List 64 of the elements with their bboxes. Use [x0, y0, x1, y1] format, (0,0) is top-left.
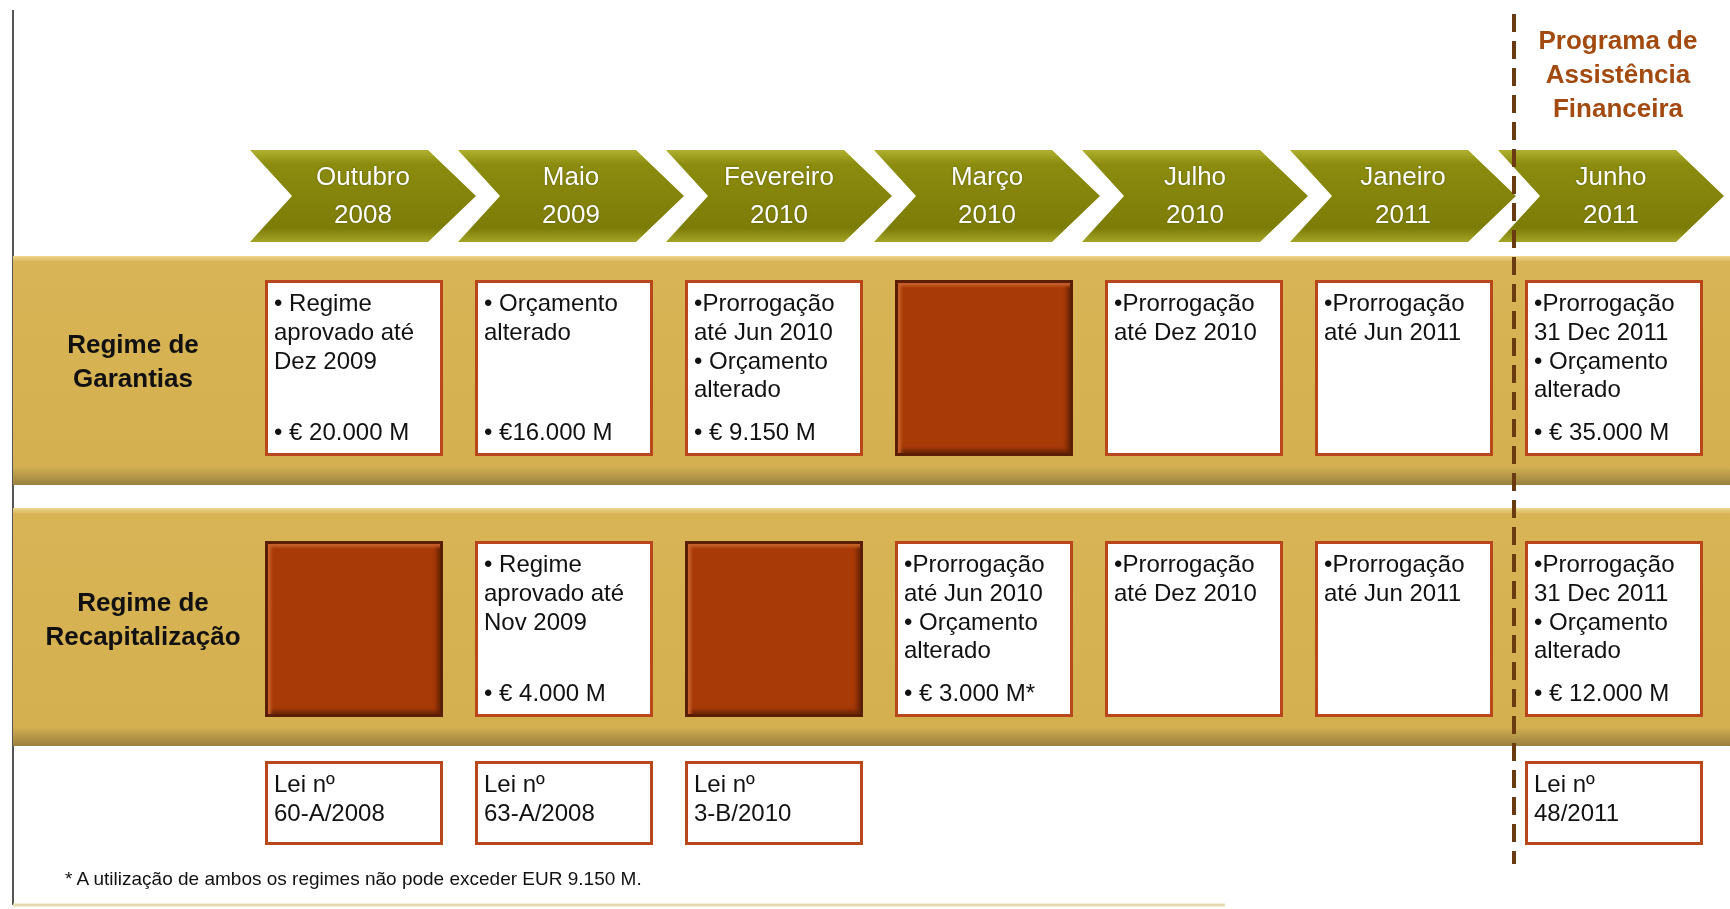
row-label: Regime de Garantias: [66, 328, 200, 395]
info-text: • Orçamento alterado: [1534, 346, 1669, 405]
law-box: [475, 761, 653, 845]
info-text: • Orçamento alterado: [1534, 607, 1669, 666]
row-label: Regime de Recapitalização: [44, 586, 242, 653]
date-label: Outubro 2008: [316, 160, 410, 231]
date-banner: [458, 150, 684, 242]
law-box: [265, 761, 443, 845]
info-box: [1105, 541, 1283, 717]
date-label: Junho 2011: [1575, 160, 1647, 231]
info-text: • Orçamento alterado: [694, 346, 829, 405]
info-text: • Regime aprovado até Dez 2009: [274, 289, 416, 376]
milestone-title: Programa de Assistência Financeira: [1537, 24, 1699, 125]
info-text: • € 3.000 M*: [904, 679, 1037, 708]
date-banner: [250, 150, 476, 242]
info-text: Lei nº 3-B/2010: [694, 770, 793, 828]
date-banner: [874, 150, 1100, 242]
law-box: [685, 761, 863, 845]
info-text: • Regime aprovado até Nov 2009: [484, 550, 626, 637]
info-text: •Prorrogação até Dez 2010: [1114, 289, 1258, 347]
info-text: •Prorrogação até Jun 2010: [904, 550, 1046, 608]
info-box: [685, 280, 863, 456]
filled-square: [265, 541, 443, 717]
date-label: Fevereiro 2010: [724, 160, 834, 231]
info-text: • € 35.000 M: [1534, 418, 1671, 447]
info-text: • Orçamento alterado: [904, 607, 1039, 666]
filled-square: [685, 541, 863, 717]
date-label: Maio 2009: [542, 160, 600, 231]
info-text: Lei nº 48/2011: [1534, 770, 1620, 828]
info-box: [265, 280, 443, 456]
info-box: [1525, 280, 1703, 456]
info-text: •Prorrogação até Jun 2011: [1324, 550, 1466, 608]
info-text: • € 4.000 M: [484, 679, 607, 708]
info-text: • € 20.000 M: [274, 418, 411, 447]
info-text: • Orçamento alterado: [484, 289, 619, 347]
info-box: [1315, 280, 1493, 456]
filled-square: [895, 280, 1073, 456]
info-text: Lei nº 63-A/2008: [484, 770, 596, 828]
info-text: •Prorrogação até Dez 2010: [1114, 550, 1258, 608]
info-text: •Prorrogação 31 Dec 2011: [1534, 289, 1676, 347]
date-label: Janeiro 2011: [1360, 160, 1446, 231]
date-banner: [1498, 150, 1724, 242]
footnote: * A utilização de ambos os regimes não pode exceder EUR 9.150 M.: [65, 868, 642, 890]
info-text: • €16.000 M: [484, 418, 614, 447]
info-box: [475, 541, 653, 717]
date-label: Março 2010: [950, 160, 1024, 231]
date-banner: [1082, 150, 1308, 242]
info-text: Lei nº 60-A/2008: [274, 770, 386, 828]
info-text: •Prorrogação 31 Dec 2011: [1534, 550, 1676, 608]
info-box: [1105, 280, 1283, 456]
info-text: •Prorrogação até Jun 2010: [694, 289, 836, 347]
date-label: Julho 2010: [1163, 160, 1227, 231]
info-box: [1525, 541, 1703, 717]
law-box: [1525, 761, 1703, 845]
row-band: [13, 508, 1730, 746]
info-box: [895, 541, 1073, 717]
date-banner: [666, 150, 892, 242]
row-band: [13, 256, 1730, 485]
info-text: • € 9.150 M: [694, 418, 817, 447]
info-box: [1315, 541, 1493, 717]
info-text: •Prorrogação até Jun 2011: [1324, 289, 1466, 347]
date-banner: [1290, 150, 1516, 242]
info-text: • € 12.000 M: [1534, 679, 1671, 708]
info-box: [475, 280, 653, 456]
